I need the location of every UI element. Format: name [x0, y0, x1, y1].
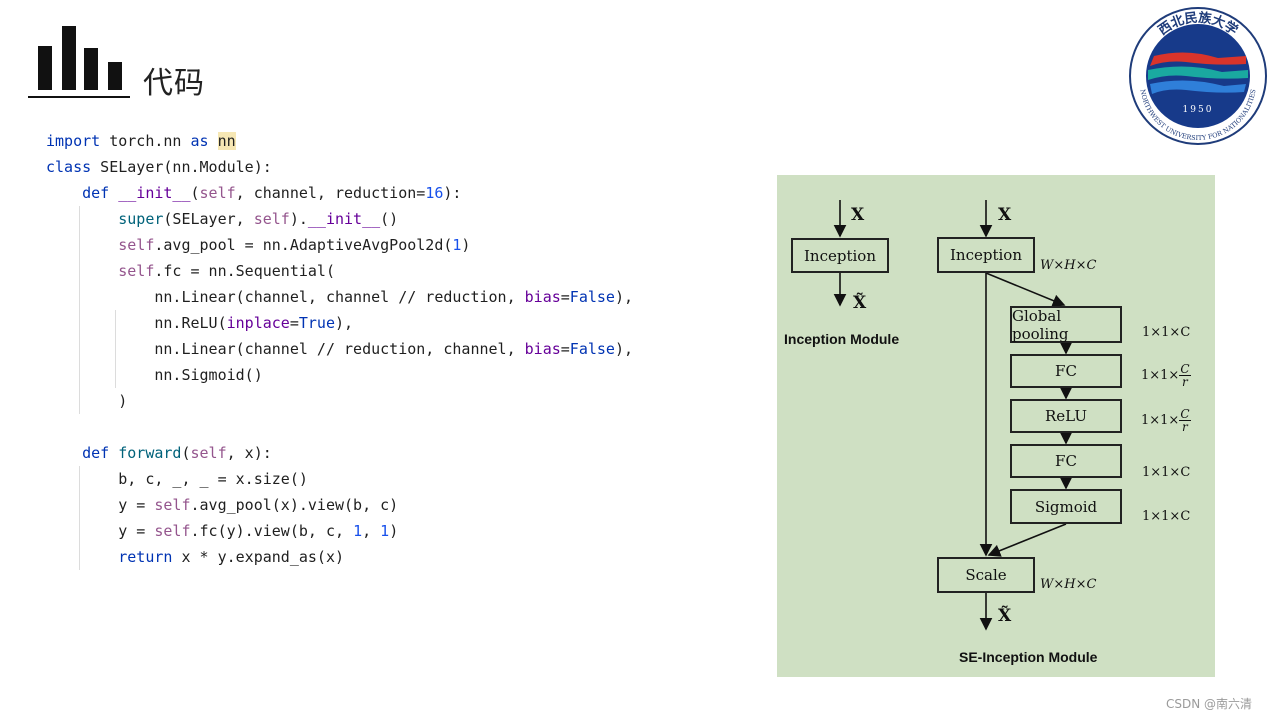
indent-guide: [79, 206, 80, 414]
code-line-8: nn.ReLU(inplace=True),: [46, 314, 354, 332]
diagram-arrows: [833, 200, 1073, 631]
code-line-10: nn.Sigmoid(): [46, 366, 263, 384]
code-line-5: self.avg_pool = nn.AdaptiveAvgPool2d(1): [118, 236, 471, 254]
bar-chart-logo-icon: [38, 26, 124, 90]
code-line-14: b, c, _, _ = x.size(): [46, 470, 308, 488]
left-input-label: X: [851, 205, 865, 225]
code-line-16: y = self.fc(y).view(b, c, 1, 1): [46, 522, 399, 540]
code-line-1: import torch.nn as nn: [46, 132, 236, 150]
global-pooling-dim-label: 1×1×C: [1142, 325, 1191, 340]
relu-box: ReLU: [1010, 399, 1122, 433]
code-line-7: nn.Linear(channel, channel // reduction,…: [46, 288, 634, 306]
university-seal-icon: 1950 西北民族大学 NORTHWEST UNIVERSITY FOR NAT…: [1126, 4, 1270, 148]
inception-dim-label: W×H×C: [1040, 258, 1097, 273]
code-line-6: self.fc = nn.Sequential(: [118, 262, 335, 280]
title-underline: [28, 96, 130, 98]
right-module-caption: SE-Inception Module: [959, 649, 1098, 665]
code-line-2: class SELayer(nn.Module):: [46, 158, 272, 176]
code-line-9: nn.Linear(channel // reduction, channel,…: [46, 340, 634, 358]
seal-year: 1950: [1183, 105, 1214, 115]
code-line-3: def __init__(self, channel, reduction=16…: [82, 184, 462, 202]
scale-box: Scale: [937, 557, 1035, 593]
slide-title: 代码: [143, 66, 205, 101]
global-pooling-box: Global pooling: [1010, 306, 1122, 343]
code-line-4: super(SELayer, self).__init__(): [118, 210, 399, 228]
indent-guide: [79, 466, 80, 570]
left-output-label: X̃: [853, 293, 867, 313]
right-inception-box: Inception: [937, 237, 1035, 273]
code-line-17: return x * y.expand_as(x): [118, 548, 345, 566]
code-line-13: def forward(self, x):: [82, 444, 272, 462]
scale-dim-label: W×H×C: [1040, 577, 1097, 592]
sigmoid-dim-label: 1×1×C: [1142, 509, 1191, 524]
code-line-12: [46, 414, 633, 440]
right-input-label: X: [998, 205, 1012, 225]
code-line-11: ): [46, 392, 128, 410]
fc2-dim-label: 1×1×C: [1142, 465, 1191, 480]
code-block: import torch.nn as nn class SELayer(nn.M…: [46, 128, 633, 570]
right-output-label: X̃: [998, 606, 1012, 626]
sigmoid-box: Sigmoid: [1010, 489, 1122, 524]
fc2-box: FC: [1010, 444, 1122, 478]
indent-guide: [115, 310, 116, 388]
left-module-caption: Inception Module: [784, 331, 900, 347]
left-inception-box: Inception: [791, 238, 889, 273]
fc1-box: FC: [1010, 354, 1122, 388]
watermark: CSDN @南六清: [1166, 697, 1253, 711]
code-line-15: y = self.avg_pool(x).view(b, c): [46, 496, 399, 514]
se-inception-diagram: X Inception X̃ Inception Module X Incept…: [777, 175, 1215, 677]
